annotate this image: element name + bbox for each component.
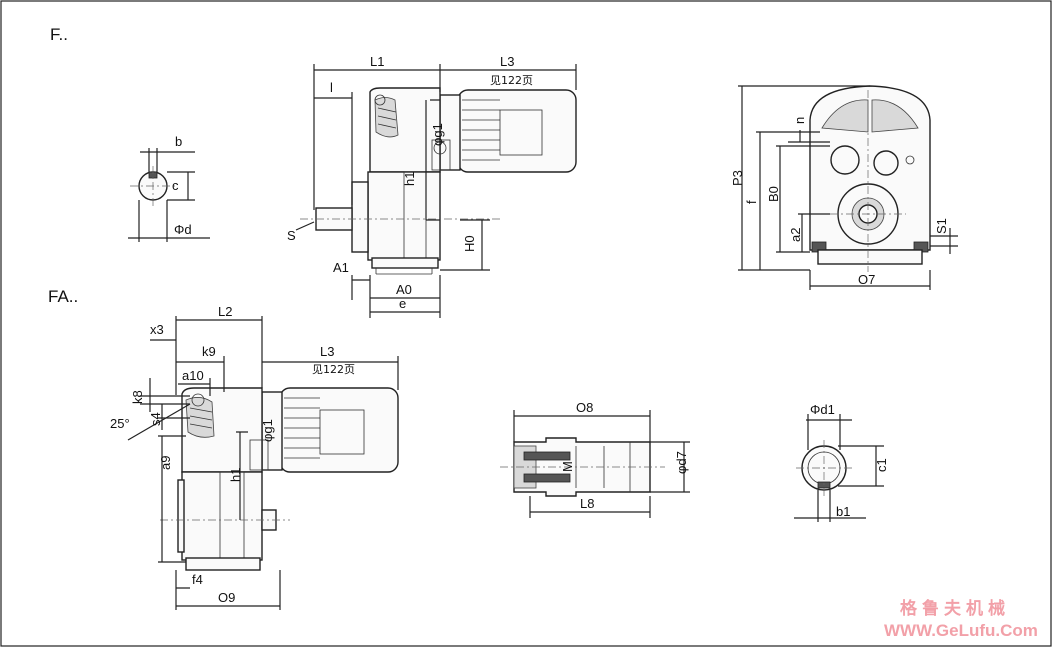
dim-c: c <box>172 178 179 193</box>
dim-a2: a2 <box>788 228 803 242</box>
dim-f4: f4 <box>192 572 203 587</box>
dim-L8: L8 <box>580 496 594 511</box>
dim-L2: L2 <box>218 304 232 319</box>
dim-s4: s4 <box>148 412 163 426</box>
dim-O8: O8 <box>576 400 593 415</box>
fa-bore-dimensions: Φd1 c1 b1 <box>794 402 889 522</box>
dim-a9: a9 <box>158 456 173 470</box>
fa-side-dimensions: L2 x3 k9 L3 见122页 a10 k8 s4 25° a9 φg1 h… <box>110 304 399 610</box>
dim-L3-top-note: 见122页 <box>490 74 533 87</box>
dim-phi-d7: φd7 <box>674 451 689 474</box>
dim-L1: L1 <box>370 54 384 69</box>
f-end-dimensions: n P3 f B0 a2 S1 O7 <box>730 85 958 290</box>
dim-H0: H0 <box>462 235 477 252</box>
dim-S: S <box>287 228 296 243</box>
dim-k8: k8 <box>130 390 145 404</box>
section-title-fa: FA.. <box>48 287 78 306</box>
dim-c1: c1 <box>874 458 889 472</box>
watermark-url: WWW.GeLufu.Com <box>884 621 1038 640</box>
dim-k9: k9 <box>202 344 216 359</box>
f-shaft-section: b c Φd <box>128 134 210 242</box>
f-end-view <box>809 85 931 272</box>
fa-bore-section <box>796 440 852 496</box>
dim-A0: A0 <box>396 282 412 297</box>
section-title-f: F.. <box>50 25 68 44</box>
dim-h1-top: h1 <box>402 172 417 186</box>
fa-hollow-shaft-dimensions: O8 M φd7 L8 <box>513 400 690 518</box>
dim-f: f <box>744 200 759 204</box>
dim-O9: O9 <box>218 590 235 605</box>
dim-L3-fa: L3 <box>320 344 334 359</box>
dim-P3: P3 <box>730 170 745 186</box>
f-side-view <box>300 87 577 275</box>
dim-S1: S1 <box>934 218 949 234</box>
watermark-cn: 格鲁夫机械 <box>900 598 1010 619</box>
fa-hollow-shaft <box>500 437 665 497</box>
dim-n: n <box>792 117 807 124</box>
dim-l: l <box>330 80 333 95</box>
dim-M: M <box>560 461 575 472</box>
dim-L3-top: L3 <box>500 54 514 69</box>
dim-O7: O7 <box>858 272 875 287</box>
dim-b: b <box>175 134 182 149</box>
dim-angle-25: 25° <box>110 416 130 431</box>
dim-x3: x3 <box>150 322 164 337</box>
f-side-dimensions: L1 L3 见122页 l φg1 h1 S H0 A1 A0 e <box>287 54 577 318</box>
dim-h1-fa: h1 <box>228 468 243 482</box>
dim-e: e <box>399 296 406 311</box>
dim-L3-fa-note: 见122页 <box>312 363 355 376</box>
dim-b1: b1 <box>836 504 850 519</box>
dim-phi-g1-fa: φg1 <box>260 419 275 442</box>
fa-side-view <box>160 387 399 571</box>
dim-phi-d: Φd <box>174 222 192 237</box>
dim-phi-g1-top: φg1 <box>430 123 445 146</box>
dim-a10: a10 <box>182 368 204 383</box>
dim-phi-d1: Φd1 <box>810 402 835 417</box>
dim-B0: B0 <box>766 186 781 202</box>
dim-A1: A1 <box>333 260 349 275</box>
